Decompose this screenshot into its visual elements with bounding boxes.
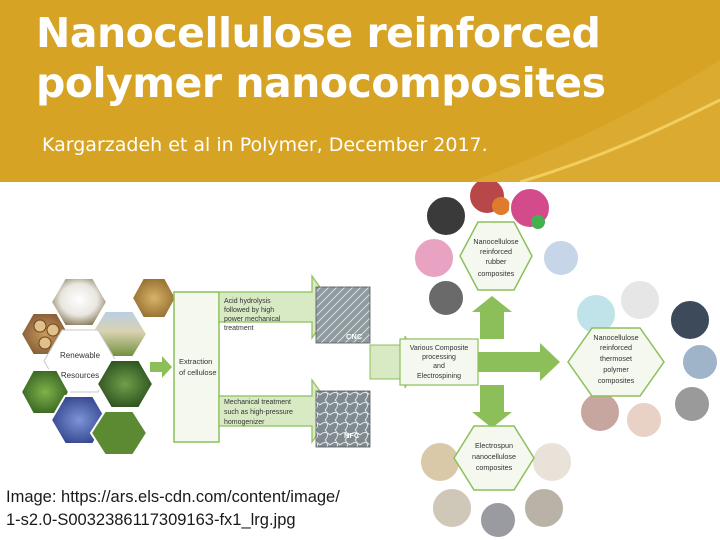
renewable-label-line2: Resources [61,371,99,380]
credit-line2: 1-s2.0-S0032386117309163-fx1_lrg.jpg [6,509,340,532]
credit-line1: Image: https://ars.els-cdn.com/content/i… [6,486,340,509]
processing-line4: Electrospining [417,373,461,380]
electrospun-line1: Electrospun [475,441,513,450]
electrospun-roll-photo [532,442,572,482]
rubber-tires-photo [426,196,466,236]
nfc-label: NFC [344,431,360,440]
image-credit: Image: https://ars.els-cdn.com/content/i… [6,486,340,532]
thermoset-fabric-photo [580,392,620,432]
cnc-label: CNC [346,332,363,341]
rubber-line4: composites [478,269,515,278]
processing-line3: and [433,363,445,370]
rubber-line1: Nanocellulose [473,237,518,246]
thermoset-line4: polymer [603,365,629,374]
thermoset-cups-photo [626,402,662,438]
renewable-label-line1: Renewable [60,351,101,360]
thermoset-car-photo [670,300,710,340]
extraction-label-line1: Extraction [179,357,212,366]
electrospun-line2: nanocellulose [472,452,516,461]
thermoset-pipe-photo [674,386,710,422]
rubber-balls-photo [543,240,579,276]
processing-line2: processing [422,354,456,361]
thermoset-composites-cluster: Nanocellulose reinforced thermoset polym… [568,280,718,438]
arrow-to-extraction [150,356,172,378]
acid-line1: Acid hydrolysis [224,298,271,305]
mech-line1: Mechanical treatment [224,399,291,406]
thermoset-line2: reinforced [600,343,632,352]
extraction-label-line2: of cellulose [179,368,217,377]
rubber-hub [460,222,532,290]
processing-line1: Various Composite [410,345,469,352]
arrow-right-to-thermoset [478,343,560,381]
acid-line3: power mechanical [224,316,281,323]
straw-photo [132,278,176,318]
electrospun-filter-photo [480,502,516,538]
rubber-parts-photo [428,280,464,316]
rubber-line3: rubber [486,257,507,266]
rubber-tubes-photo [414,238,454,278]
thermoset-line5: composites [598,376,635,385]
electrospun-mat-photo [420,442,460,482]
electrospun-fiber-photo [432,488,472,528]
mech-line3: homogenizer [224,419,265,426]
slide-subtitle: Kargarzadeh et al in Polymer, December 2… [42,133,488,157]
extraction-panel [174,292,219,442]
thermoset-boat-photo [620,280,660,320]
thermoset-line3: thermoset [600,354,632,363]
arrow-down-to-electrospun [472,385,512,428]
nfc-micrograph [316,391,370,447]
rubber-line2: reinforced [480,247,512,256]
electrospun-line3: composites [476,463,513,472]
electrospun-composites-cluster: Electrospun nanocellulose composites [420,426,572,538]
thermoset-aircraft-photo [682,344,718,380]
mech-line2: such as high-pressure [224,409,293,416]
acid-line2: followed by high [224,307,274,314]
acid-line4: treatment [224,325,254,332]
electrospun-mask-photo [524,488,564,528]
rubber-composites-cluster: Nanocellulose reinforced rubber composit… [414,182,579,316]
thermoset-line1: Nanocellulose [593,333,638,342]
arrow-up-to-rubber [472,296,512,339]
